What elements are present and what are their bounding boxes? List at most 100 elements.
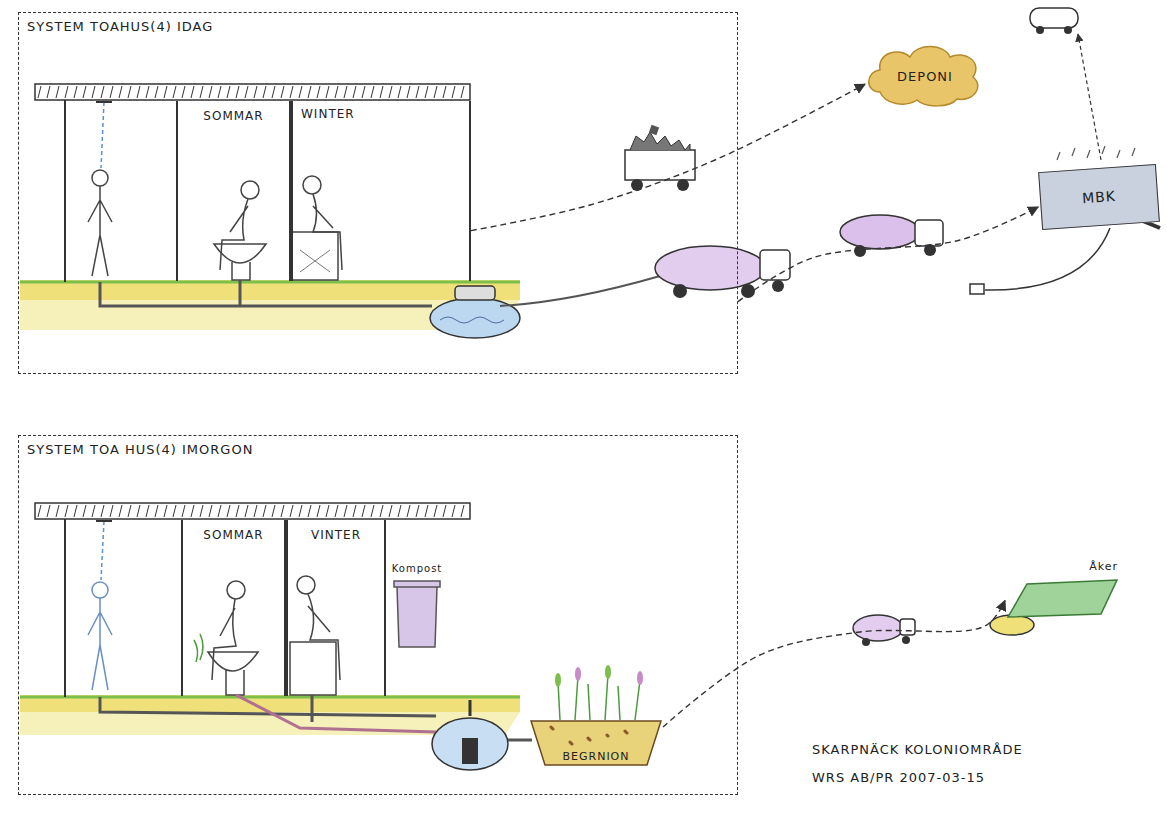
roof bbox=[245, 505, 248, 517]
roof bbox=[128, 86, 131, 98]
roof bbox=[110, 86, 113, 98]
shower-person bbox=[88, 186, 112, 276]
holding-tank bbox=[432, 700, 532, 770]
power-cable bbox=[970, 284, 984, 294]
summer-toilet bbox=[220, 199, 248, 270]
roof bbox=[461, 505, 464, 517]
planted-bed: BEGRNION bbox=[529, 713, 663, 769]
soil-dot bbox=[570, 742, 573, 745]
summer-toilet bbox=[214, 181, 266, 280]
winter-toilet bbox=[290, 576, 340, 695]
node-label: Kompost bbox=[392, 563, 443, 574]
roof bbox=[35, 84, 470, 100]
node-label: WINTER bbox=[301, 107, 355, 121]
roof bbox=[56, 86, 59, 98]
holding-tank bbox=[469, 700, 472, 716]
roof bbox=[461, 86, 464, 98]
roof bbox=[326, 86, 329, 98]
post bbox=[65, 100, 66, 282]
roof bbox=[182, 86, 185, 98]
note-text: WRS AB/PR 2007-03-15 bbox=[812, 770, 985, 785]
gas-car bbox=[1030, 8, 1101, 160]
winter-toilet bbox=[300, 250, 330, 272]
node-label: DEPONI bbox=[897, 69, 953, 84]
roof bbox=[335, 86, 338, 98]
roof bbox=[362, 505, 365, 517]
roof bbox=[137, 86, 140, 98]
holding-tank bbox=[432, 718, 508, 770]
sewer-pipe bbox=[100, 695, 436, 732]
compost-bin: Kompost bbox=[389, 563, 445, 651]
winter-toilet bbox=[303, 176, 321, 194]
sewer-pipe bbox=[236, 695, 436, 732]
vacuum-truck bbox=[673, 284, 687, 298]
roof bbox=[263, 505, 266, 517]
roof bbox=[398, 86, 401, 98]
roof bbox=[164, 505, 167, 517]
roof bbox=[101, 505, 104, 517]
field: Åker bbox=[1005, 560, 1120, 618]
roof bbox=[389, 86, 392, 98]
flow-arrow bbox=[471, 84, 865, 230]
vacuum-truck bbox=[772, 280, 784, 292]
roof bbox=[362, 86, 365, 98]
tank-truck bbox=[854, 245, 866, 257]
toilet-stall: SOMMAR bbox=[176, 101, 291, 281]
soil-dot bbox=[605, 733, 608, 736]
roof bbox=[209, 505, 212, 517]
roof bbox=[344, 86, 347, 98]
roof bbox=[317, 86, 320, 98]
roof bbox=[416, 505, 419, 517]
gas-car bbox=[1064, 26, 1072, 34]
soil-dot bbox=[550, 726, 553, 729]
vacuum-truck bbox=[655, 246, 765, 290]
sewer-pipe bbox=[100, 282, 432, 306]
roof bbox=[65, 505, 68, 517]
vacuum-truck bbox=[741, 284, 755, 298]
tank-truck bbox=[853, 615, 915, 646]
power-cable bbox=[985, 228, 1110, 290]
roof bbox=[236, 86, 239, 98]
soil-dot bbox=[587, 737, 590, 740]
tank-truck bbox=[840, 215, 943, 257]
holding-tank bbox=[455, 286, 495, 300]
tank-truck bbox=[915, 220, 943, 246]
roof bbox=[155, 86, 158, 98]
roof bbox=[353, 86, 356, 98]
summer-toilet bbox=[212, 599, 236, 680]
roof bbox=[173, 86, 176, 98]
waste-cart bbox=[630, 132, 690, 150]
roof bbox=[38, 505, 41, 517]
roof bbox=[263, 86, 266, 98]
roof bbox=[272, 505, 275, 517]
sewer-pipe bbox=[239, 280, 242, 306]
roof bbox=[119, 505, 122, 517]
roof bbox=[191, 86, 194, 98]
roof bbox=[164, 86, 167, 98]
post bbox=[64, 519, 66, 697]
spreader-disc bbox=[990, 615, 1034, 635]
roof bbox=[227, 86, 230, 98]
roof bbox=[407, 86, 410, 98]
roof bbox=[425, 505, 428, 517]
reeds bbox=[558, 674, 640, 720]
summer-toilet bbox=[226, 670, 244, 695]
toilet-stall: WINTER bbox=[291, 101, 471, 281]
roof bbox=[245, 86, 248, 98]
roof bbox=[380, 505, 383, 517]
node-label: Åker bbox=[1089, 560, 1118, 573]
waste-cart bbox=[625, 150, 695, 180]
roof bbox=[218, 505, 221, 517]
tank-truck bbox=[840, 215, 920, 249]
roof bbox=[443, 86, 446, 98]
waste-cart bbox=[677, 179, 689, 191]
toilet-stall: SOMMAR bbox=[181, 520, 286, 696]
flow-arrow bbox=[663, 601, 1005, 727]
holding-tank bbox=[508, 739, 532, 742]
roof bbox=[227, 505, 230, 517]
roof bbox=[101, 86, 104, 98]
summer-toilet bbox=[232, 262, 250, 280]
shower-person bbox=[88, 102, 112, 276]
winter-toilet bbox=[297, 576, 315, 594]
